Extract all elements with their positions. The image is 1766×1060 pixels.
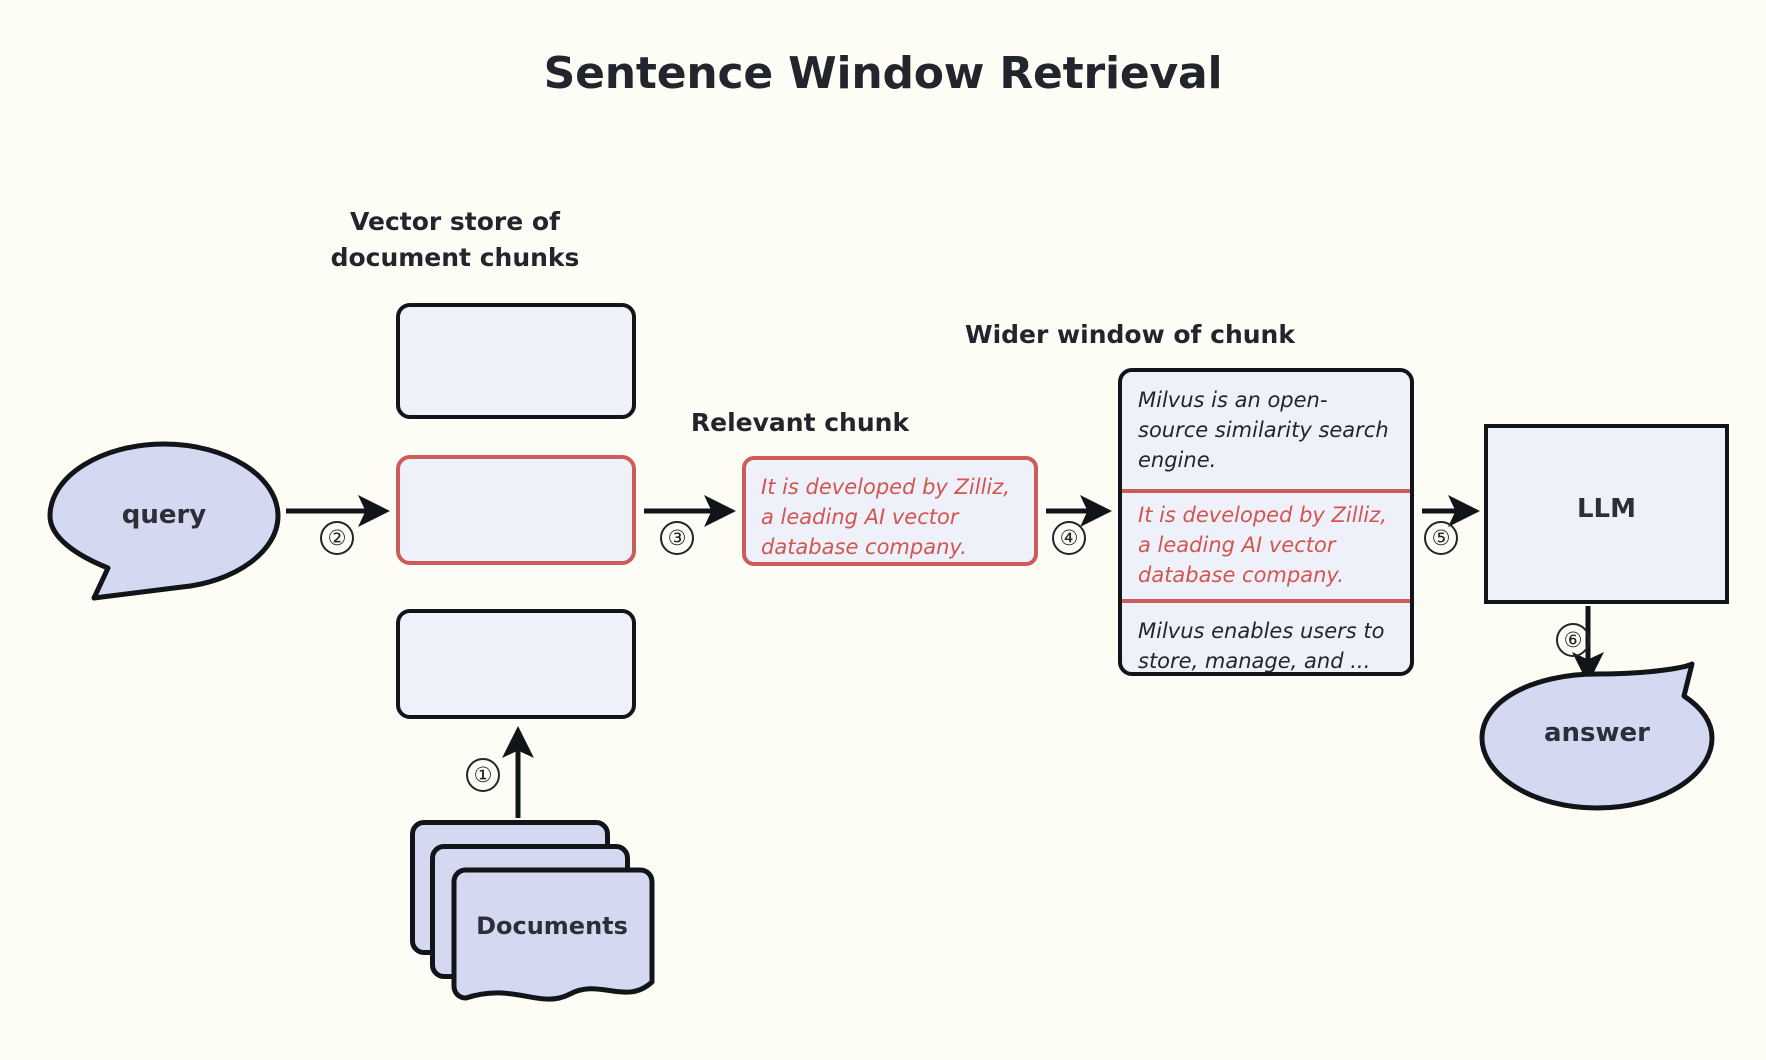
documents-stack[interactable]: Documents <box>410 820 670 1002</box>
answer-bubble-shape <box>1479 661 1715 811</box>
caption-wider-window: Wider window of chunk <box>965 320 1295 349</box>
caption-relevant-chunk: Relevant chunk <box>690 408 910 437</box>
wider-window-box[interactable]: Milvus is an open-source similarity sear… <box>1118 368 1414 676</box>
step-marker-5: ⑤ <box>1424 521 1458 555</box>
vector-store-chunk-3[interactable] <box>396 609 636 719</box>
documents-label: Documents <box>476 912 628 940</box>
step-marker-2: ② <box>320 521 354 555</box>
window-segment-before: Milvus is an open-source similarity sear… <box>1138 388 1389 472</box>
query-bubble[interactable]: query <box>46 440 282 602</box>
document-card-front-shape <box>451 867 655 1002</box>
window-segment-after: Milvus enables users to store, manage, a… <box>1138 618 1385 673</box>
relevant-chunk-box[interactable]: It is developed by Zilliz, a leading AI … <box>742 456 1038 566</box>
vector-store-chunk-1[interactable] <box>396 303 636 419</box>
query-bubble-shape <box>47 441 281 601</box>
window-segment-highlight: It is developed by Zilliz, a leading AI … <box>1122 489 1410 603</box>
step-marker-3: ③ <box>660 521 694 555</box>
llm-label: LLM <box>1576 494 1636 524</box>
answer-bubble[interactable]: answer <box>1478 660 1716 812</box>
step-marker-4: ④ <box>1052 521 1086 555</box>
vector-store-chunk-2-selected[interactable] <box>396 455 636 565</box>
step-marker-6: ⑥ <box>1556 623 1590 657</box>
step-marker-1: ① <box>466 758 500 792</box>
llm-box[interactable]: LLM <box>1484 424 1729 604</box>
page-title: Sentence Window Retrieval <box>543 48 1223 99</box>
relevant-chunk-text: It is developed by Zilliz, a leading AI … <box>761 475 1010 559</box>
